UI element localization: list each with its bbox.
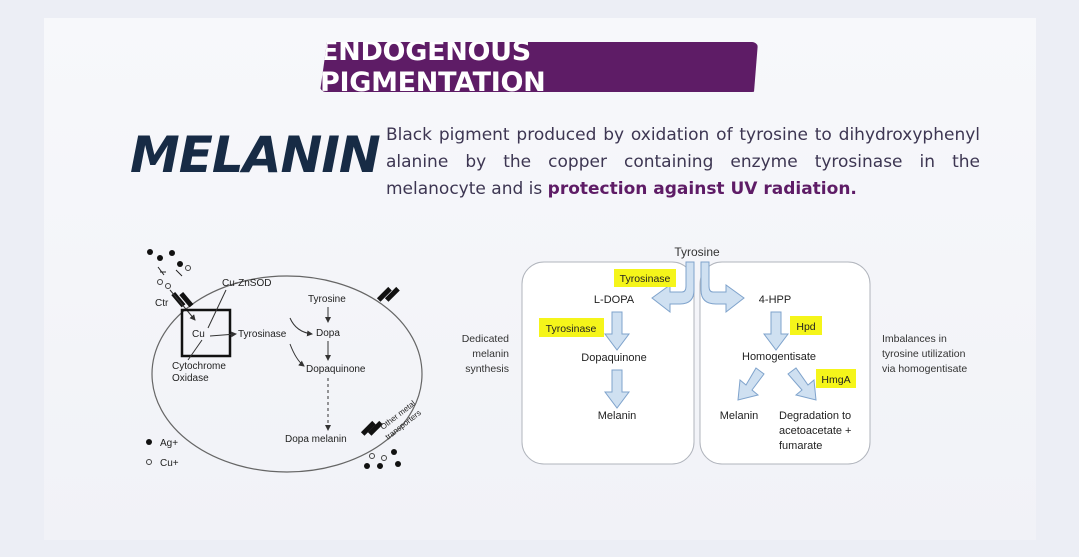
tyrosinase-highlight-2 — [539, 318, 604, 337]
ag-ion — [395, 461, 401, 467]
ag-ion — [377, 463, 383, 469]
metal-transporter — [360, 420, 376, 436]
oxidase-label: Oxidase — [172, 373, 209, 384]
cell-dopa-melanin-label: Dopa melanin — [285, 434, 347, 445]
left-panel — [521, 261, 695, 465]
left-side-label-3: synthesis — [465, 363, 509, 375]
cu-znsod-label: Cu-ZnSOD — [222, 278, 271, 289]
hmga-label: HmgA — [821, 374, 850, 386]
description-emphasis: protection against UV radiation. — [547, 179, 857, 199]
right-side-label-2: tyrosine utilization — [882, 348, 966, 360]
ctr-label: Ctr — [155, 298, 169, 309]
cell-diagram: Ctr Cu Cu-ZnSOD Tyrosinase Cytochrome Ox… — [146, 249, 423, 473]
hpp-label: 4-HPP — [759, 294, 791, 306]
left-side-label-1: Dedicated — [462, 333, 509, 345]
cell-dopaquinone-label: Dopaquinone — [306, 364, 366, 375]
cell-membrane — [151, 275, 423, 473]
hpd-label: Hpd — [796, 321, 815, 333]
arrow-ldopa-dopaquinone — [604, 311, 630, 351]
degradation-label-2: acetoacetate + — [779, 425, 851, 437]
hpd-highlight — [790, 316, 822, 335]
cytochrome-label: Cytochrome — [172, 361, 226, 372]
hmga-highlight — [816, 369, 856, 388]
ag-ion — [364, 463, 370, 469]
ag-ion — [147, 249, 153, 255]
tyrosinase-highlight-1 — [614, 269, 676, 287]
cell-tyrosine-label: Tyrosine — [308, 294, 346, 305]
dopaquinone-label: Dopaquinone — [581, 352, 646, 364]
membrane-transporter — [376, 286, 392, 302]
arrow-homogentisate-melanin — [737, 367, 765, 401]
left-melanin-label: Melanin — [598, 410, 637, 422]
cu-ion — [165, 283, 171, 289]
right-panel — [699, 261, 871, 465]
arrow-to-4hpp — [700, 261, 745, 314]
cu-ion — [185, 265, 191, 271]
legend-cu-label: Cu+ — [160, 458, 179, 469]
right-side-label-1: Imbalances in — [882, 333, 947, 345]
tyrosine-pathway: Tyrosine Dedicated melanin synthesis Imb… — [462, 245, 967, 465]
left-side-label-2: melanin — [472, 348, 509, 360]
degradation-label-1: Degradation to — [779, 410, 851, 422]
ctr-transporter — [179, 291, 194, 308]
ag-ion — [177, 261, 183, 267]
membrane-transporter — [384, 286, 400, 302]
right-side-label-3: via homogentisate — [882, 363, 967, 375]
legend-ag-label: Ag+ — [160, 438, 178, 449]
arrow-hpp-homogentisate — [763, 311, 789, 351]
left-enzyme-1: Tyrosinase — [620, 273, 671, 285]
right-melanin-label: Melanin — [720, 410, 759, 422]
ldopa-label: L-DOPA — [594, 294, 635, 306]
melanin-description: Black pigment produced by oxidation of t… — [386, 122, 980, 203]
degradation-label-3: fumarate — [779, 440, 822, 452]
arrow-homogentisate-degradation — [787, 367, 817, 401]
cu-ion — [381, 455, 387, 461]
cu-ion — [369, 453, 375, 459]
ag-ion — [169, 250, 175, 256]
arrow-dopaquinone-melanin — [604, 369, 630, 409]
cu-ion — [157, 279, 163, 285]
metal-transporter — [367, 420, 383, 436]
left-enzyme-2: Tyrosinase — [546, 323, 597, 335]
homogentisate-label: Homogentisate — [742, 351, 816, 363]
cu-box — [180, 308, 232, 358]
legend-cu-icon — [146, 459, 152, 465]
pathway-tyrosine-label: Tyrosine — [674, 245, 720, 259]
tyrosinase-label: Tyrosinase — [238, 329, 287, 340]
description-text: Black pigment produced by oxidation of t… — [386, 125, 980, 199]
ag-ion — [157, 255, 163, 261]
cu-label: Cu — [192, 329, 205, 340]
legend-ag-icon — [146, 439, 152, 445]
melanin-heading: MELANIN — [130, 126, 381, 184]
arrow-to-ldopa — [651, 261, 695, 314]
cell-dopa-label: Dopa — [316, 328, 340, 339]
ag-ion — [391, 449, 397, 455]
